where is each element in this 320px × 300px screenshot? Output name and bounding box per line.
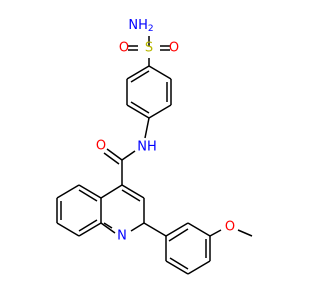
nh2-subscript-text: 2: [148, 24, 154, 34]
bond-q-n-c8a-inner: [103, 222, 113, 229]
bond-aryl-2: [187, 222, 211, 237]
bond-q-aryl: [143, 222, 167, 237]
bond-phenyl-4: [126, 104, 150, 119]
bond-aryl-1-inner: [168, 228, 189, 242]
bond-aryl-4: [187, 260, 211, 275]
bond-phenyl-6: [126, 65, 150, 80]
bond-q-c4-c3: [121, 184, 145, 199]
atom-label-nh2: NH2: [128, 18, 153, 35]
atom-label-amide-nh: NH: [137, 140, 157, 155]
bond-ring-nh: [144, 117, 150, 139]
bond-carbonyl-o-1: [106, 148, 123, 161]
bond-aryl-5: [165, 260, 189, 275]
bond-o-methyl: [237, 229, 253, 237]
molecule-structure-diagram: NH2 S O O O NH N O: [0, 0, 300, 300]
bond-carbonyl-o-2: [103, 152, 120, 165]
nh2-main-text: NH: [128, 18, 148, 33]
atom-labels: NH2 S O O O NH N O: [96, 18, 235, 244]
bond-q-c8-c8a-inner: [78, 219, 98, 232]
bond-q-n-c8a: [100, 222, 116, 234]
bond-q-c7-c8: [56, 222, 80, 237]
atom-label-quinoline-n: N: [117, 229, 127, 244]
bond-phenyl-3: [148, 104, 172, 119]
atom-label-sulfur: S: [145, 41, 153, 56]
atom-label-ether-o: O: [225, 220, 235, 235]
bond-aryl-5-inner: [169, 257, 189, 270]
atom-label-sulfonyl-o-left: O: [119, 41, 129, 56]
bond-phenyl-6-inner: [130, 70, 150, 83]
bond-q-c5-c6: [56, 184, 80, 199]
sulfonamide-group-bonds: [128, 36, 170, 66]
bond-q-c4a-c5: [78, 184, 102, 199]
bond-q-c4a-c5-inner: [78, 189, 98, 202]
bond-aryl-1: [165, 222, 189, 237]
bond-aryl-o: [209, 229, 222, 237]
quinoline-core: [56, 184, 145, 237]
canvas-background: [0, 0, 300, 300]
bond-q-c2-n: [130, 222, 145, 232]
bond-q-c4a-c4: [100, 184, 123, 199]
sulfonyl-phenyl-ring: [126, 65, 172, 119]
bond-nh-carbonyl: [121, 150, 136, 161]
bond-q-c4-c3-inner: [121, 189, 141, 202]
bond-phenyl-4-inner: [130, 101, 150, 114]
bond-phenyl-1: [148, 65, 172, 80]
atom-label-amide-o: O: [96, 139, 106, 154]
amide-linkage-bonds: [103, 117, 150, 185]
bond-q-c8-c8a: [78, 222, 102, 237]
methoxyphenyl-group: [143, 222, 253, 275]
atom-label-sulfonyl-o-right: O: [169, 41, 179, 56]
